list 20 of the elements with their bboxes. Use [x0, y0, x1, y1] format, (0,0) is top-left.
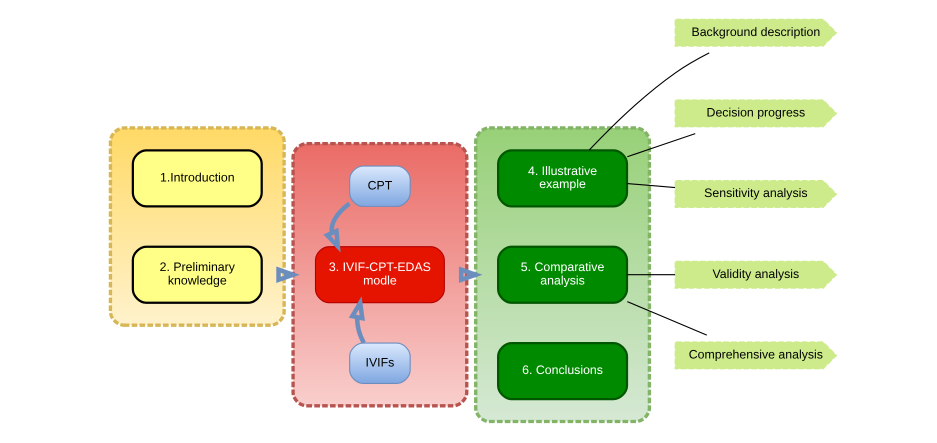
cluster	[290, 142, 468, 408]
connector	[626, 183, 675, 188]
arrow	[458, 266, 482, 283]
cluster	[474, 126, 651, 424]
node-box: CPT	[348, 165, 410, 207]
node-box: IVIFs	[348, 342, 410, 384]
connector	[588, 52, 709, 150]
connector	[626, 301, 707, 336]
node-box: 2. Preliminary knowledge	[131, 246, 262, 304]
arrow	[322, 202, 350, 253]
arrow	[348, 296, 366, 344]
connector	[626, 274, 675, 276]
node-box: 5. Comparative analysis	[496, 246, 628, 304]
node-box: 3. IVIF-CPT-EDAS modle	[314, 246, 444, 304]
node-box: 6. Conclusions	[496, 342, 628, 400]
arrow	[276, 266, 300, 283]
cluster	[108, 126, 286, 327]
node-box: 1.Introduction	[131, 149, 262, 208]
connector	[626, 133, 695, 158]
node-box: 4. Illustrative example	[496, 149, 628, 208]
